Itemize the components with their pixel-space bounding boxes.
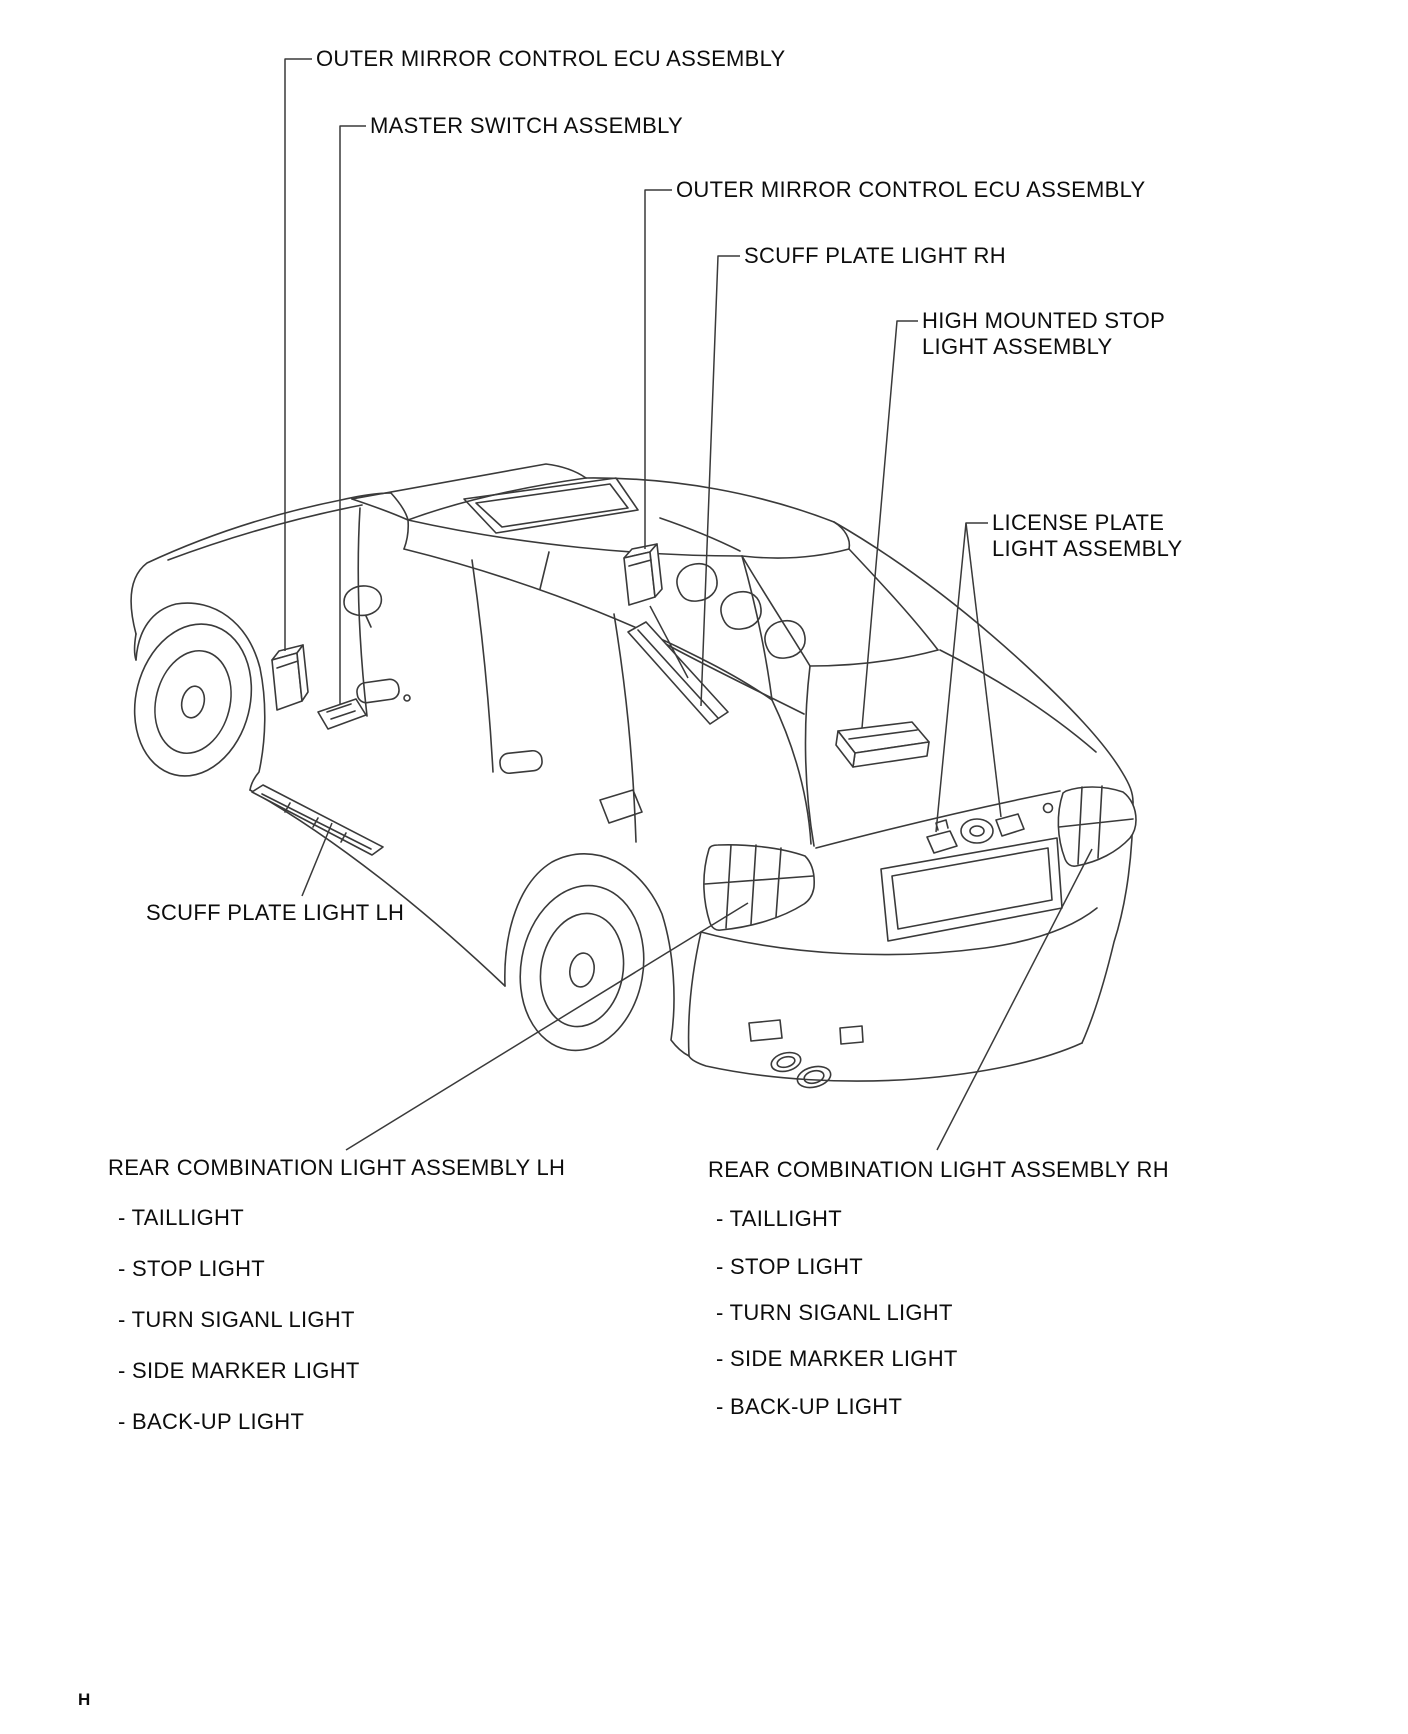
leader-outer-mirror-ecu-rh-tail <box>649 605 689 679</box>
leader-license-plate-a <box>935 522 988 833</box>
outer-mirror-ecu-lh-part <box>271 644 309 711</box>
callout-scuff-plate-light-lh: SCUFF PLATE LIGHT LH <box>146 900 405 925</box>
list-item: - STOP LIGHT <box>118 1256 266 1281</box>
leader-outer-mirror-ecu-lh <box>284 58 312 651</box>
callout-line-2: LIGHT ASSEMBLY <box>992 536 1183 561</box>
list-item: - STOP LIGHT <box>716 1254 864 1279</box>
rear-combination-light-lh-part <box>703 844 815 931</box>
rear-combination-lh-title: REAR COMBINATION LIGHT ASSEMBLY LH <box>108 1155 566 1180</box>
leader-high-mounted-stop <box>861 320 918 729</box>
page-footer-mark: H <box>78 1690 91 1709</box>
list-item: - TAILLIGHT <box>716 1206 842 1231</box>
list-item: - TAILLIGHT <box>118 1205 244 1230</box>
leader-lines <box>284 58 1093 1151</box>
callout-line-2: LIGHT ASSEMBLY <box>922 334 1113 359</box>
list-item: - BACK-UP LIGHT <box>716 1394 903 1419</box>
car-line-art <box>130 463 1134 1089</box>
highlighted-parts <box>251 543 1137 931</box>
callout-master-switch: MASTER SWITCH ASSEMBLY <box>370 113 684 138</box>
callout-line-1: HIGH MOUNTED STOP <box>922 308 1166 333</box>
master-switch-part <box>317 698 367 730</box>
outer-mirror-ecu-rh-part <box>623 543 663 606</box>
leader-master-switch <box>339 125 366 705</box>
list-item: - TURN SIGANL LIGHT <box>118 1307 355 1332</box>
leader-outer-mirror-ecu-rh <box>644 189 672 549</box>
callout-line-1: LICENSE PLATE <box>992 510 1165 535</box>
callout-outer-mirror-ecu-rh: OUTER MIRROR CONTROL ECU ASSEMBLY <box>676 177 1146 202</box>
rear-combination-rh-title: REAR COMBINATION LIGHT ASSEMBLY RH <box>708 1157 1169 1182</box>
callout-scuff-plate-light-rh: SCUFF PLATE LIGHT RH <box>744 243 1006 268</box>
callout-outer-mirror-ecu-lh: OUTER MIRROR CONTROL ECU ASSEMBLY <box>316 46 786 71</box>
leader-license-plate-b <box>965 522 1002 818</box>
high-mounted-stop-light-part <box>835 721 930 768</box>
leader-rear-combination-rh <box>936 848 1093 1151</box>
scuff-plate-light-rh-part <box>627 621 729 725</box>
leader-scuff-plate-rh <box>700 255 740 707</box>
list-item: - TURN SIGANL LIGHT <box>716 1300 953 1325</box>
callout-high-mounted-stop-light: HIGH MOUNTED STOP LIGHT ASSEMBLY <box>922 308 1165 360</box>
leader-rear-combination-lh <box>345 902 749 1151</box>
rear-combination-light-rh-part <box>1042 785 1137 867</box>
leader-scuff-plate-lh <box>301 822 333 897</box>
callout-license-plate-light: LICENSE PLATE LIGHT ASSEMBLY <box>992 510 1182 562</box>
scuff-plate-light-lh-part <box>251 784 384 856</box>
list-item: - BACK-UP LIGHT <box>118 1409 305 1434</box>
license-plate-light-part <box>926 813 1025 854</box>
list-item: - SIDE MARKER LIGHT <box>716 1346 958 1371</box>
list-item: - SIDE MARKER LIGHT <box>118 1358 360 1383</box>
